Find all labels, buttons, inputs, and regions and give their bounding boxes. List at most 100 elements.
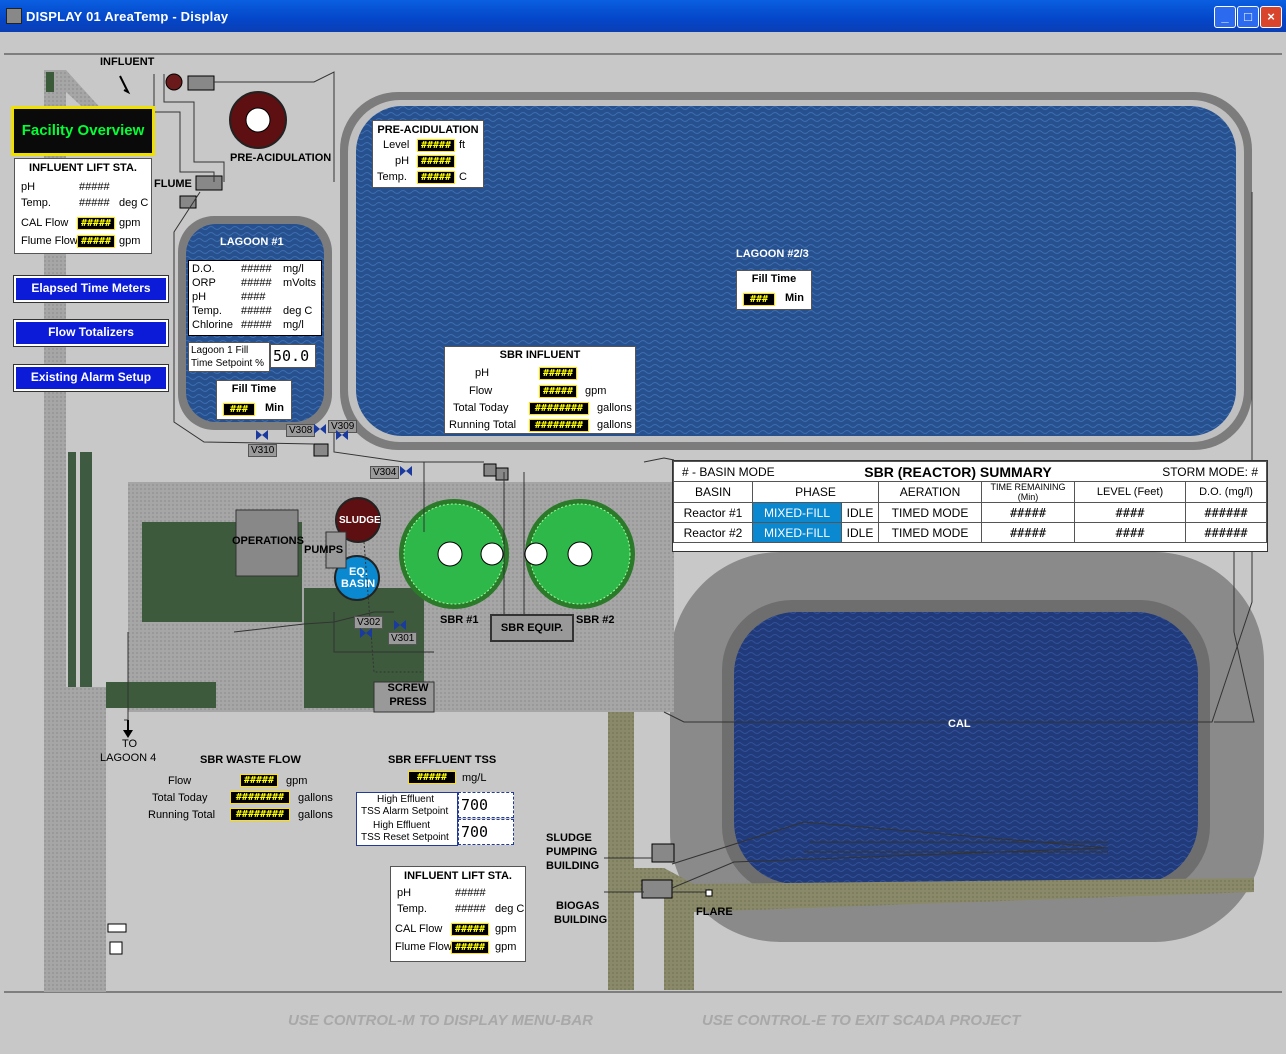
valve-v304-icon[interactable] bbox=[400, 466, 412, 476]
reactor2-basin[interactable]: Reactor #2 bbox=[673, 522, 753, 543]
valve-v308-label[interactable]: V308 bbox=[286, 424, 316, 437]
to-lagoon-label-1: TO bbox=[122, 738, 138, 750]
lift-temp-unit: deg C bbox=[495, 903, 525, 915]
valve-v308-icon[interactable] bbox=[314, 424, 326, 434]
sbr-waste-total-label: Total Today bbox=[152, 792, 208, 804]
influent-flume-flow-label: Flume Flow bbox=[21, 235, 78, 247]
pre-acid-temp-value: ##### bbox=[417, 171, 455, 184]
influent-ph-label: pH bbox=[21, 181, 36, 193]
footer-hint-exit: USE CONTROL-E TO EXIT SCADA PROJECT bbox=[702, 1012, 1021, 1029]
pre-acid-level-label: Level bbox=[383, 139, 410, 151]
influent-flume-flow-value: ##### bbox=[77, 235, 115, 248]
reactor2-phase: MIXED-FILL bbox=[752, 522, 842, 543]
reactor1-do: ###### bbox=[1185, 502, 1267, 523]
lagoon1-row-value: ##### bbox=[241, 319, 272, 331]
lagoon1-setpoint-label-1: Lagoon 1 Fill bbox=[191, 345, 249, 356]
lagoon23-fill-time-title: Fill Time bbox=[751, 273, 797, 285]
valve-v309-label[interactable]: V309 bbox=[328, 420, 358, 433]
lagoon1-row-name: Chlorine bbox=[192, 319, 233, 331]
pre-acid-temp-label: Temp. bbox=[377, 171, 407, 183]
tss-setpoint-labels: High Effluent TSS Alarm Setpoint High Ef… bbox=[356, 792, 458, 846]
lagoon23-fill-time-unit: Min bbox=[785, 292, 804, 304]
eq-basin-label-2[interactable]: BASIN bbox=[341, 578, 376, 590]
tss-alarm-label-1: High Effluent bbox=[377, 794, 435, 805]
reactor1-level: #### bbox=[1074, 502, 1186, 523]
valve-v309-icon[interactable] bbox=[336, 430, 348, 440]
lift-flume-flow-value: ##### bbox=[451, 941, 489, 954]
summary-title: SBR (REACTOR) SUMMARY bbox=[841, 461, 1075, 482]
biogas-building-label-1: BIOGAS bbox=[556, 900, 600, 912]
sbr-influent-total-value: ######## bbox=[529, 402, 589, 415]
sludge-tank-label[interactable]: SLUDGE bbox=[339, 515, 381, 526]
flow-totalizers-button[interactable]: Flow Totalizers bbox=[13, 319, 169, 347]
storm-mode-cell: STORM MODE: # bbox=[1074, 461, 1267, 482]
pre-acid-ph-value: ##### bbox=[417, 155, 455, 168]
lagoon1-setpoint-label-box: Lagoon 1 Fill Time Setpoint % bbox=[188, 342, 270, 372]
influent-cal-flow-unit: gpm bbox=[119, 217, 141, 229]
influent-temp-value: ##### bbox=[79, 197, 110, 209]
pumps-label: PUMPS bbox=[304, 544, 344, 556]
maximize-button[interactable]: □ bbox=[1237, 6, 1259, 28]
sbr-waste-flow-unit: gpm bbox=[286, 775, 308, 787]
sbr-effluent-tss-title: SBR EFFLUENT TSS bbox=[388, 754, 497, 766]
sbr2-label: SBR #2 bbox=[576, 614, 615, 626]
valve-v310-label[interactable]: V310 bbox=[248, 444, 278, 457]
screw-press-label-1[interactable]: SCREW bbox=[387, 682, 429, 694]
lagoon1-fill-setpoint-input[interactable]: 50.0 bbox=[270, 344, 316, 368]
valve-v304-label[interactable]: V304 bbox=[370, 466, 400, 479]
lagoon1-row-value: ##### bbox=[241, 277, 272, 289]
lagoon23-fill-time-box: Fill Time ### Min bbox=[736, 270, 812, 310]
valve-v301-icon[interactable] bbox=[394, 620, 406, 630]
lagoon1-setpoint-label-2: Time Setpoint % bbox=[191, 358, 264, 369]
valve-v302-icon[interactable] bbox=[360, 628, 372, 638]
app-icon[interactable] bbox=[6, 8, 22, 24]
lagoon1-row-unit: deg C bbox=[283, 305, 313, 317]
lagoon1-title: LAGOON #1 bbox=[220, 236, 284, 248]
reactor1-basin[interactable]: Reactor #1 bbox=[673, 502, 753, 523]
sbr-waste-flow-value: ##### bbox=[240, 774, 278, 787]
valve-v301-label[interactable]: V301 bbox=[388, 632, 418, 645]
sbr-influent-total-unit: gallons bbox=[597, 402, 632, 414]
to-lagoon-label-2: LAGOON 4 bbox=[100, 752, 157, 764]
minimize-button[interactable]: _ bbox=[1214, 6, 1236, 28]
sbr-reactor-summary-table: # - BASIN MODE SBR (REACTOR) SUMMARY STO… bbox=[672, 460, 1268, 552]
sbr-influent-flow-value: ##### bbox=[539, 385, 577, 398]
lift-flume-flow-label: Flume Flow bbox=[395, 941, 452, 953]
storm-mode-value: # bbox=[1251, 464, 1258, 479]
influent-label: INFLUENT bbox=[100, 56, 155, 68]
pre-acid-level-value: ##### bbox=[417, 139, 455, 152]
facility-overview-title[interactable]: Facility Overview bbox=[11, 106, 155, 156]
sludge-building-label-2: PUMPING bbox=[546, 846, 598, 858]
tss-reset-setpoint-input[interactable]: 700 bbox=[458, 819, 514, 845]
lift-cal-flow-label: CAL Flow bbox=[395, 923, 443, 935]
sbr-effluent-tss-value: ##### bbox=[408, 771, 456, 784]
influent-lift-station-panel-top: INFLUENT LIFT STA. pH ##### Temp. ##### … bbox=[14, 158, 152, 254]
flume-label: FLUME bbox=[154, 178, 192, 190]
valve-v302-label[interactable]: V302 bbox=[354, 616, 384, 629]
reactor1-time: ##### bbox=[981, 502, 1076, 523]
header-aeration: AERATION bbox=[878, 481, 983, 503]
pre-acid-level-unit: ft bbox=[459, 139, 466, 151]
sbr-waste-running-unit: gallons bbox=[298, 809, 333, 821]
influent-temp-label: Temp. bbox=[21, 197, 51, 209]
elapsed-time-meters-button[interactable]: Elapsed Time Meters bbox=[13, 275, 169, 303]
screw-press-label-2[interactable]: PRESS bbox=[389, 696, 427, 708]
existing-alarm-setup-button[interactable]: Existing Alarm Setup bbox=[13, 364, 169, 392]
lagoon1-row-value: ##### bbox=[241, 305, 272, 317]
header-phase: PHASE bbox=[751, 481, 880, 503]
valve-v310-icon[interactable] bbox=[256, 430, 268, 440]
sbr-equip-button[interactable]: SBR EQUIP. bbox=[490, 614, 574, 642]
tss-alarm-setpoint-input[interactable]: 700 bbox=[458, 792, 514, 818]
table-row: Reactor #2 MIXED-FILL IDLE TIMED MODE ##… bbox=[673, 522, 1267, 543]
lagoon1-row-unit: mVolts bbox=[283, 277, 317, 289]
lagoon1-row-value: #### bbox=[241, 291, 266, 303]
eq-basin-label-1[interactable]: EQ. bbox=[349, 566, 368, 578]
influent-flume-flow-unit: gpm bbox=[119, 235, 141, 247]
lift-temp-label: Temp. bbox=[397, 903, 427, 915]
lagoon1-row-unit: mg/l bbox=[283, 319, 304, 331]
basin-mode-label: # - BASIN MODE bbox=[673, 461, 842, 482]
cal-label: CAL bbox=[948, 718, 971, 730]
window-title: DISPLAY 01 AreaTemp - Display bbox=[26, 9, 229, 24]
close-button[interactable]: × bbox=[1260, 6, 1282, 28]
biogas-building-label-2: BUILDING bbox=[554, 914, 608, 926]
